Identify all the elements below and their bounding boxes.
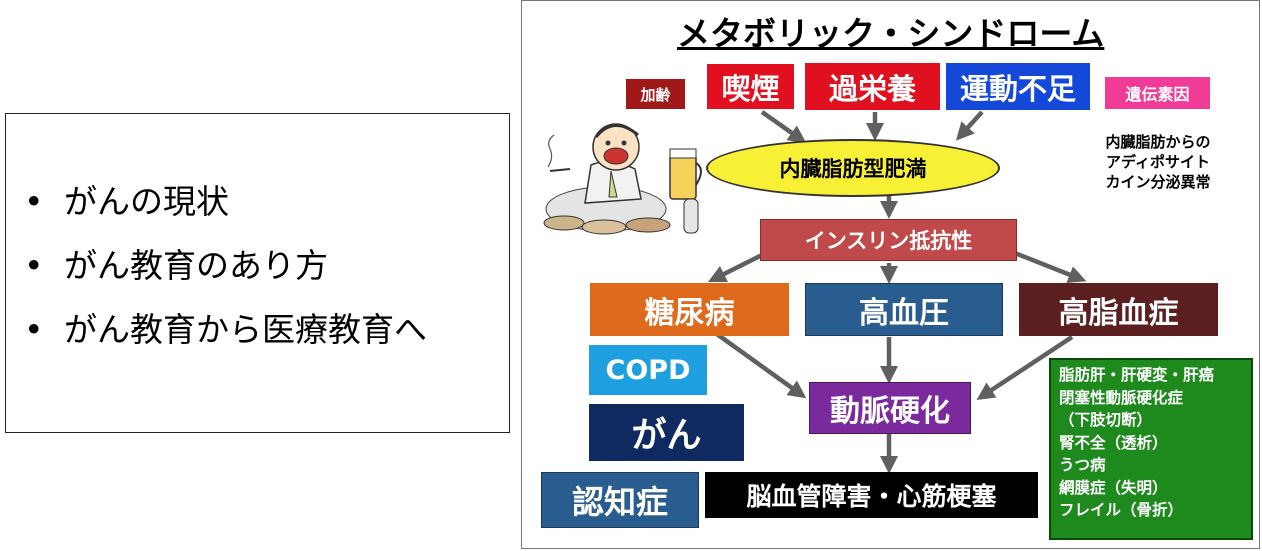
atherosclerosis: 動脈硬化 [809,382,971,434]
complication-item: 閉塞性動脈硬化症 [1059,388,1184,407]
agenda-item: •がん教育のあり方 [24,246,328,285]
metabolic-syndrome-diagram: メタボリック・シンドローム 加齢 喫煙 過栄養 運動不足 遺伝素因 内臓脂肪型肥… [521,0,1260,549]
complication-item: うつ病 [1059,456,1106,474]
dyslipidemia: 高脂血症 [1019,283,1218,336]
agenda-box: •がんの現状 •がん教育のあり方 •がん教育から医療教育へ [5,113,510,433]
arrow-diabetes-to-atherosclerosis [712,330,807,399]
diabetes: 糖尿病 [590,283,789,336]
arrow-dyslipidemia-to-atherosclerosis [976,335,1074,400]
agenda-list: •がんの現状 •がん教育のあり方 •がん教育から医療教育へ [24,182,427,374]
complication-item: 網膜症（失明） [1059,478,1168,497]
diagram-title: メタボリック・シンドローム [677,14,1105,53]
complications-box: 脂肪肝・肝硬変・肝癌 閉塞性動脈硬化症 （下肢切断） 腎不全（透析） うつ病 網… [1049,358,1253,540]
complication-item: 腎不全（透析） [1059,433,1168,452]
adipocytokine-note: 内臓脂肪からの アディポサイト カイン分泌異常 [1105,133,1211,191]
arrow-exercise-to-obesity [955,110,984,141]
agenda-item: •がん教育から医療教育へ [24,310,427,349]
visceral-fat-obesity: 内臓脂肪型肥満 [706,139,1000,197]
cause-lack-of-exercise: 運動不足 [946,63,1090,110]
dementia: 認知症 [541,472,699,528]
man-eating-drinking-illustration [543,123,702,235]
agenda-item: •がんの現状 [24,182,229,221]
complication-item: フレイル（骨折） [1059,501,1184,519]
cause-genetics: 遺伝素因 [1105,77,1210,109]
insulin-resistance: インスリン抵抗性 [760,219,1017,261]
arrow-smoking-to-obesity [760,110,807,144]
visceral-fat-obesity-label: 内臓脂肪型肥満 [779,157,927,181]
complication-item: （下肢切断） [1059,411,1153,429]
copd: COPD [589,345,707,395]
cancer: がん [589,404,744,461]
hypertension: 高血圧 [805,283,1003,336]
cause-overnutrition: 過栄養 [805,63,940,110]
stroke-myocardial-infarction: 脳血管障害・心筋梗塞 [705,472,1038,518]
complication-item: 脂肪肝・肝硬変・肝癌 [1059,366,1215,384]
cause-aging: 加齢 [626,79,685,109]
cause-smoking: 喫煙 [706,63,795,110]
